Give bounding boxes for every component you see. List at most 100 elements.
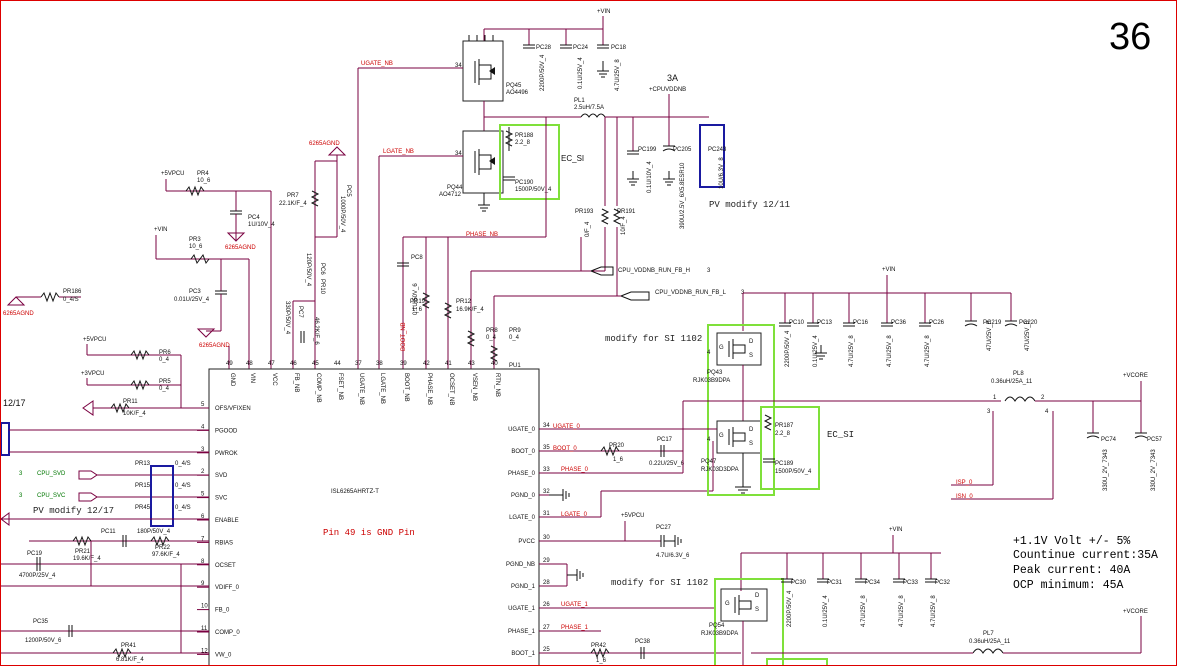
net-phase-0: PHASE_0 bbox=[561, 467, 589, 473]
cap-ref: PC10 bbox=[789, 320, 805, 326]
ec-si-label-1: EC_SI bbox=[561, 154, 584, 163]
svg-text:46.2K/F_6: 46.2K/F_6 bbox=[313, 317, 319, 345]
ic-right-pin-num: 32 bbox=[543, 489, 550, 495]
ic-right-pin-num: 31 bbox=[543, 511, 550, 517]
svg-text:0_4: 0_4 bbox=[159, 357, 170, 363]
svg-text:PR10: PR10 bbox=[319, 279, 325, 295]
svg-text:PC199: PC199 bbox=[638, 147, 657, 153]
ic-left-pin-num: 5 bbox=[201, 402, 205, 408]
ec-si-highlight-1 bbox=[499, 124, 560, 200]
ic-right-pin-name: LGATE_0 bbox=[509, 515, 536, 521]
ic-right-pin-name: PGND_NB bbox=[506, 562, 535, 568]
mosfet-pq43 bbox=[716, 332, 762, 366]
net-cpu-svc: CPU_SVC bbox=[37, 493, 66, 499]
svg-text:D: D bbox=[755, 593, 760, 599]
svg-text:PR19: PR19 bbox=[410, 299, 426, 305]
ic-right-pin-name: PHASE_1 bbox=[508, 629, 536, 635]
ic-left-pin-name: SVD bbox=[215, 473, 228, 479]
svg-text:PC3: PC3 bbox=[189, 289, 201, 295]
svg-text:1_6: 1_6 bbox=[596, 658, 607, 664]
pv-modify-left: PV modify 12/17 bbox=[33, 506, 114, 516]
note-pin49: Pin 49 is GND Pin bbox=[323, 528, 415, 538]
svg-text:180P/50V_4: 180P/50V_4 bbox=[137, 529, 171, 535]
ic-right-pin-name: PGND_1 bbox=[511, 584, 536, 590]
ic-left-pin-name: FB_0 bbox=[215, 608, 230, 614]
svg-text:S: S bbox=[749, 353, 753, 359]
svg-text:PR13: PR13 bbox=[135, 461, 151, 467]
ic-top-pin-name: BOOT_NB bbox=[403, 373, 409, 402]
svg-text:PC74: PC74 bbox=[1101, 437, 1117, 443]
svg-text:1_6: 1_6 bbox=[412, 307, 423, 313]
cap-value: 4.7U/25V_8 bbox=[861, 595, 867, 627]
spec-peak-current: Peak current: 40A bbox=[1013, 564, 1130, 577]
ic-right-pin-name: PVCC bbox=[518, 539, 535, 545]
svg-text:PC8: PC8 bbox=[411, 255, 423, 261]
svg-text:4: 4 bbox=[1045, 409, 1049, 415]
svg-text:4700P/25V_4: 4700P/25V_4 bbox=[19, 573, 56, 579]
spec-voltage: +1.1V Volt +/- 5% bbox=[1013, 535, 1130, 548]
svg-text:3: 3 bbox=[19, 493, 23, 499]
ic-top-pin-name: OCSET_NB bbox=[448, 373, 454, 405]
svg-text:PR11: PR11 bbox=[123, 399, 138, 405]
net-phase-1: PHASE_1 bbox=[561, 625, 589, 631]
svg-text:PC35: PC35 bbox=[33, 619, 49, 625]
svg-text:2.2_8: 2.2_8 bbox=[775, 431, 791, 437]
cap-ref: PC30 bbox=[791, 580, 807, 586]
ic-left-pin-name: VW_0 bbox=[215, 652, 232, 658]
svg-text:2.2_8: 2.2_8 bbox=[515, 140, 531, 146]
cap-ref: PC36 bbox=[891, 320, 907, 326]
page-number: 36 bbox=[1109, 16, 1151, 58]
svg-text:1: 1 bbox=[993, 395, 997, 401]
svg-text:PC38: PC38 bbox=[635, 639, 651, 645]
svg-text:2.5uH/7.5A: 2.5uH/7.5A bbox=[574, 105, 604, 111]
ic-left-pin-num: 2 bbox=[201, 469, 205, 475]
svg-text:1500P/50V_4: 1500P/50V_4 bbox=[775, 469, 812, 475]
svg-text:PC243: PC243 bbox=[708, 147, 727, 153]
svg-text:4: 4 bbox=[707, 350, 711, 356]
svg-text:PR41: PR41 bbox=[121, 643, 137, 649]
svg-text:PC17: PC17 bbox=[657, 437, 673, 443]
svg-text:0.1U/50V_6: 0.1U/50V_6 bbox=[413, 283, 419, 315]
svg-text:PR7: PR7 bbox=[287, 193, 299, 199]
svg-text:1U/10V_4: 1U/10V_4 bbox=[248, 222, 275, 228]
cap-value: 0.1U/25V_4 bbox=[823, 595, 829, 627]
svg-text:47U/25V_B: 47U/25V_B bbox=[987, 320, 993, 351]
svg-text:PC6: PC6 bbox=[319, 263, 325, 275]
mosfet-pq54 bbox=[720, 588, 768, 622]
svg-text:0_4: 0_4 bbox=[509, 335, 520, 341]
ic-left-pin-name: OCSET bbox=[215, 563, 236, 569]
svg-text:S: S bbox=[755, 607, 759, 613]
ic-left-pin-name: PWROK bbox=[215, 451, 238, 457]
ic-top-pin-num: 41 bbox=[445, 361, 452, 367]
svg-text:PR4: PR4 bbox=[197, 171, 209, 177]
svg-text:2200P/50V_4: 2200P/50V_4 bbox=[540, 54, 546, 91]
ic-left-pin-num: 5 bbox=[201, 492, 205, 498]
cap-ref: PC13 bbox=[817, 320, 833, 326]
ic-left-pin-name: PGOOD bbox=[215, 428, 238, 434]
current-3a: 3A bbox=[667, 73, 678, 83]
ic-top-pin-num: 48 bbox=[246, 361, 253, 367]
net-isn-0: ISN_0 bbox=[956, 494, 973, 500]
svg-text:PC5: PC5 bbox=[345, 185, 351, 197]
svg-text:PC219: PC219 bbox=[983, 320, 1002, 326]
ic-right-pin-num: 30 bbox=[543, 535, 550, 541]
svg-text:PC19: PC19 bbox=[27, 551, 43, 557]
svg-text:3: 3 bbox=[987, 409, 991, 415]
ic-left-pin-num: 12 bbox=[201, 648, 208, 654]
svg-text:BOOT_NB: BOOT_NB bbox=[401, 322, 407, 351]
ic-left-pin-name: OFS/VFIXEN bbox=[215, 406, 251, 412]
ic-top-pin-name: PHASE_NB bbox=[426, 373, 432, 405]
cap-ref: PC34 bbox=[865, 580, 881, 586]
svg-text:0/F_4: 0/F_4 bbox=[585, 221, 591, 237]
modify-si-highlight-1 bbox=[707, 324, 775, 496]
svg-text:6265AGND: 6265AGND bbox=[3, 311, 34, 317]
svg-text:G: G bbox=[719, 433, 724, 439]
net-ugate-nb: UGATE_NB bbox=[361, 61, 393, 67]
ic-left-pin-num: 10 bbox=[201, 604, 208, 610]
ic-top-pin-name: RTN_NB bbox=[494, 373, 500, 397]
ic-right-pin-num: 33 bbox=[543, 467, 550, 473]
svg-text:1000P/50V_4: 1000P/50V_4 bbox=[339, 196, 345, 233]
mosfet-pq44 bbox=[462, 130, 504, 194]
vin-rail-label: +VIN bbox=[597, 9, 611, 15]
